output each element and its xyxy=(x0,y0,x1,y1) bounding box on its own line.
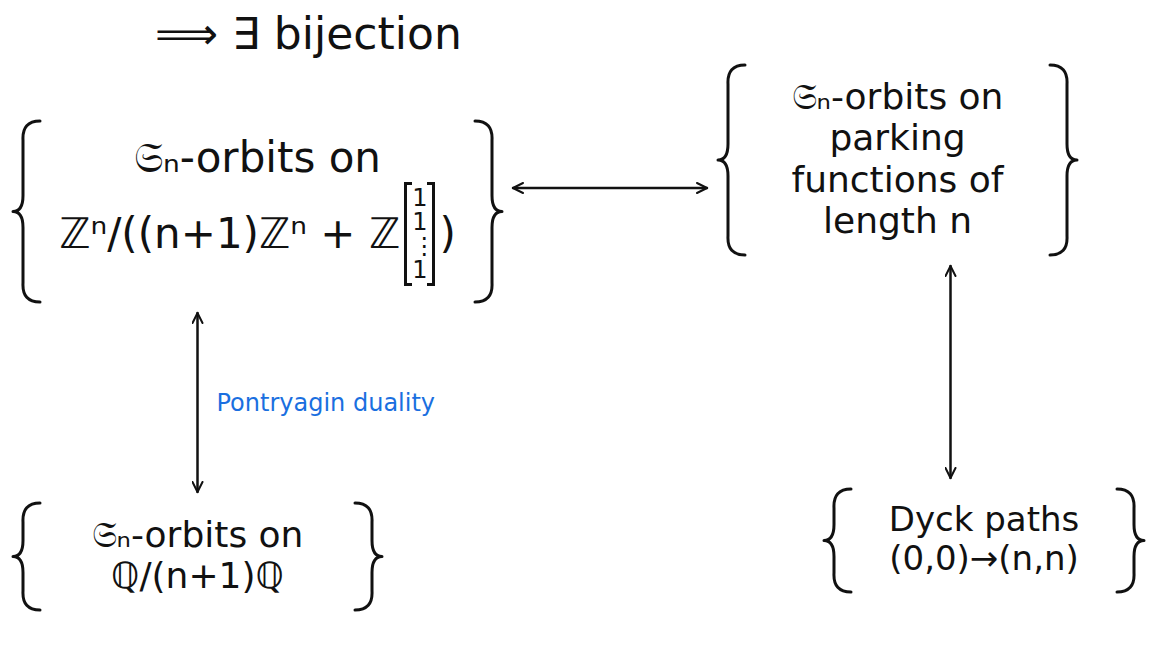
left-brace xyxy=(824,489,851,592)
set-bracket: 𝔖ₙ-orbits on ℚ/(n+1)ℚ xyxy=(10,500,385,613)
left-brace xyxy=(13,121,40,302)
double-arrow xyxy=(196,313,199,492)
set-text: 𝔖ₙ-orbits on xyxy=(58,134,457,182)
left-brace xyxy=(718,65,745,255)
column-vector: 1 1 ⋮ 1 xyxy=(404,182,435,286)
right-brace xyxy=(355,503,382,610)
left-brace xyxy=(13,503,40,610)
set-text: Dyck paths (0,0)→(n,n) xyxy=(864,500,1104,578)
edge-label: Pontryagin duality xyxy=(214,389,439,417)
set-text: ℤⁿ/((n+1)ℤⁿ + ℤ xyxy=(59,210,400,258)
set-text: 𝔖ₙ-orbits on ℚ/(n+1)ℚ xyxy=(55,514,340,597)
double-arrow xyxy=(513,187,707,190)
heading-note: ⟹ ∃ bijection xyxy=(155,8,462,59)
right-brace xyxy=(475,121,502,302)
set-text: 𝔖ₙ-orbits on parking functions of length… xyxy=(760,76,1035,242)
set-bracket: 𝔖ₙ-orbits on parking functions of length… xyxy=(715,62,1080,258)
right-brace xyxy=(1050,65,1077,255)
double-arrow xyxy=(949,266,952,478)
right-brace xyxy=(1117,489,1144,592)
formula-row: ℤⁿ/((n+1)ℤⁿ + ℤ1 1 ⋮ 1) xyxy=(58,182,457,286)
set-text: ) xyxy=(439,210,455,258)
set-bracket: 𝔖ₙ-orbits onℤⁿ/((n+1)ℤⁿ + ℤ1 1 ⋮ 1) xyxy=(10,118,505,305)
set-bracket: Dyck paths (0,0)→(n,n) xyxy=(821,486,1147,595)
